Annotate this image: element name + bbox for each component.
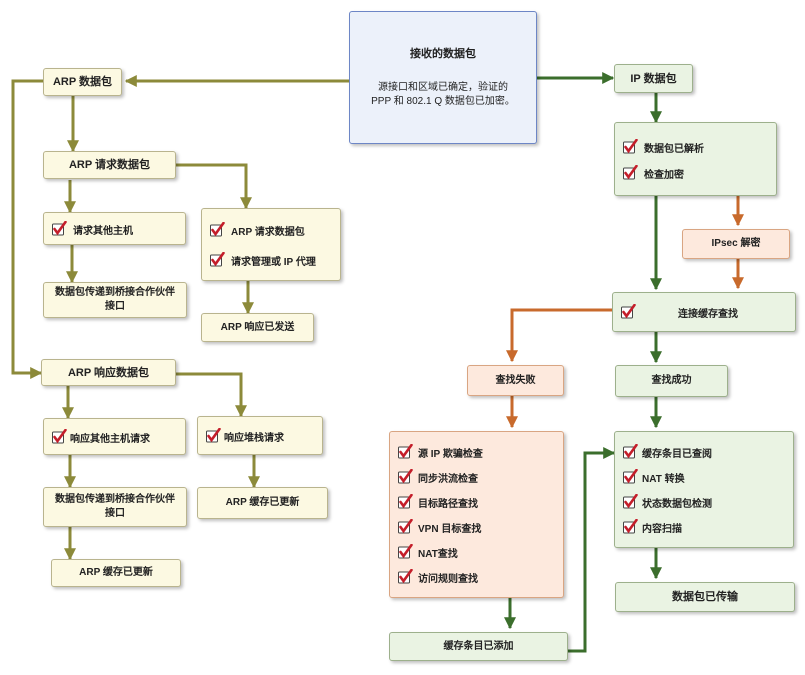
fail-check-item: NAT查找: [418, 548, 458, 560]
request-bridge-line2: 接口: [105, 301, 125, 312]
received-packet-desc-line1: 源接口和区域已确定，验证的: [378, 81, 508, 93]
red-checkmark-icon: [398, 469, 413, 484]
request-bridge-box: 数据包传递到桥接合作伙伴 接口: [43, 282, 187, 318]
cache-added-label: 缓存条目已添加: [443, 640, 514, 652]
arp-reply-sent-label: ARP 响应已发送: [220, 321, 295, 333]
parse-item: 检查加密: [644, 169, 684, 181]
red-checkmark-icon: [398, 519, 413, 534]
red-checkmark-icon: [398, 444, 413, 459]
fail-check-item: VPN 目标查找: [418, 523, 482, 535]
arp-reply-box: ARP 响应数据包: [41, 359, 176, 386]
arrow-lookup-to-fail: [506, 308, 612, 363]
fail-checks-box: 源 IP 欺骗检查 同步洪流检查 目标路径查找 VPN 目标查找 NAT查找 访…: [389, 431, 564, 598]
arrow-arp-to-reply: [11, 79, 43, 379]
ipsec-box: IPsec 解密: [682, 229, 790, 259]
red-checkmark-icon: [623, 165, 638, 180]
red-checkmark-icon: [623, 494, 638, 509]
red-checkmark-icon: [398, 544, 413, 559]
arp-packet-box: ARP 数据包: [43, 68, 122, 96]
stack-request-box: 响应堆栈请求: [197, 416, 323, 455]
red-checkmark-icon: [623, 469, 638, 484]
red-checkmark-icon: [398, 569, 413, 584]
arp-cache-updated-right-box: ARP 缓存已更新: [197, 487, 328, 519]
arp-cache-updated-left-label: ARP 缓存已更新: [79, 567, 153, 578]
red-checkmark-icon: [623, 444, 638, 459]
red-checkmark-icon: [52, 221, 67, 236]
reply-bridge-box: 数据包传递到桥接合作伙伴 接口: [43, 487, 187, 527]
fail-check-item: 目标路径查找: [418, 498, 478, 510]
success-check-item: NAT 转换: [642, 473, 685, 485]
reply-other-host-box: 响应其他主机请求: [43, 418, 186, 455]
red-checkmark-icon: [398, 494, 413, 509]
red-checkmark-icon: [623, 519, 638, 534]
lookup-success-label: 查找成功: [651, 375, 692, 386]
request-other-host-label: 请求其他主机: [73, 225, 133, 237]
lookup-success-box: 查找成功: [615, 365, 728, 397]
fail-check-item: 访问规则查找: [418, 573, 478, 585]
request-bridge-line1: 数据包传递到桥接合作伙伴: [55, 287, 175, 298]
fail-check-item: 同步洪流检查: [418, 473, 478, 485]
parse-item: 数据包已解析: [644, 143, 704, 155]
cache-added-box: 缓存条目已添加: [389, 632, 568, 661]
arp-request-box: ARP 请求数据包: [43, 151, 176, 179]
arp-cache-updated-left-box: ARP 缓存已更新: [51, 559, 181, 587]
red-checkmark-icon: [210, 222, 225, 237]
success-check-item: 缓存条目已查阅: [642, 448, 712, 460]
arp-reply-label: ARP 响应数据包: [67, 366, 150, 379]
reply-bridge-line2: 接口: [105, 508, 125, 519]
ip-packet-box: IP 数据包: [614, 64, 693, 93]
reply-other-host-label: 响应其他主机请求: [70, 433, 150, 445]
red-checkmark-icon: [52, 429, 67, 444]
conn-lookup-label: 连接缓存查找: [678, 308, 738, 320]
success-check-item: 状态数据包检测: [642, 498, 712, 510]
arp-cache-updated-right-label: ARP 缓存已更新: [225, 497, 300, 508]
transmitted-label: 数据包已传输: [672, 591, 738, 603]
arrow-reply-to-stack: [176, 372, 247, 418]
ip-packet-label: IP 数据包: [630, 72, 677, 85]
reply-bridge-line1: 数据包传递到桥接合作伙伴: [55, 494, 175, 505]
red-checkmark-icon: [621, 304, 636, 319]
received-packet-title: 接收的数据包: [410, 47, 476, 60]
red-checkmark-icon: [623, 139, 638, 154]
parse-box: 数据包已解析 检查加密: [614, 122, 777, 196]
transmitted-box: 数据包已传输: [615, 582, 795, 612]
arp-request-check-box: ARP 请求数据包 请求管理或 IP 代理: [201, 208, 341, 281]
red-checkmark-icon: [210, 252, 225, 267]
received-packet-box: 接收的数据包 源接口和区域已确定，验证的 PPP 和 802.1 Q 数据包已加…: [349, 11, 537, 144]
arp-packet-label: ARP 数据包: [52, 76, 113, 88]
fail-check-item: 源 IP 欺骗检查: [418, 448, 483, 460]
arrow-cache-to-success-items: [568, 447, 616, 653]
arp-request-label: ARP 请求数据包: [68, 159, 151, 171]
stack-request-label: 响应堆栈请求: [224, 432, 284, 444]
success-check-item: 内容扫描: [642, 523, 682, 535]
ipsec-label: IPsec 解密: [711, 238, 761, 249]
lookup-fail-label: 查找失败: [495, 374, 536, 386]
lookup-fail-box: 查找失败: [467, 365, 564, 396]
arrow-request-to-check: [176, 163, 252, 210]
arp-request-check-item: 请求管理或 IP 代理: [231, 256, 316, 268]
request-other-host-box: 请求其他主机: [43, 212, 186, 245]
arp-reply-sent-box: ARP 响应已发送: [201, 313, 314, 342]
arp-request-check-item: ARP 请求数据包: [231, 226, 305, 238]
received-packet-desc-line2: PPP 和 802.1 Q 数据包已加密。: [371, 95, 515, 107]
red-checkmark-icon: [206, 428, 221, 443]
conn-lookup-box: 连接缓存查找: [612, 292, 796, 332]
success-checks-box: 缓存条目已查阅 NAT 转换 状态数据包检测 内容扫描: [614, 431, 794, 548]
